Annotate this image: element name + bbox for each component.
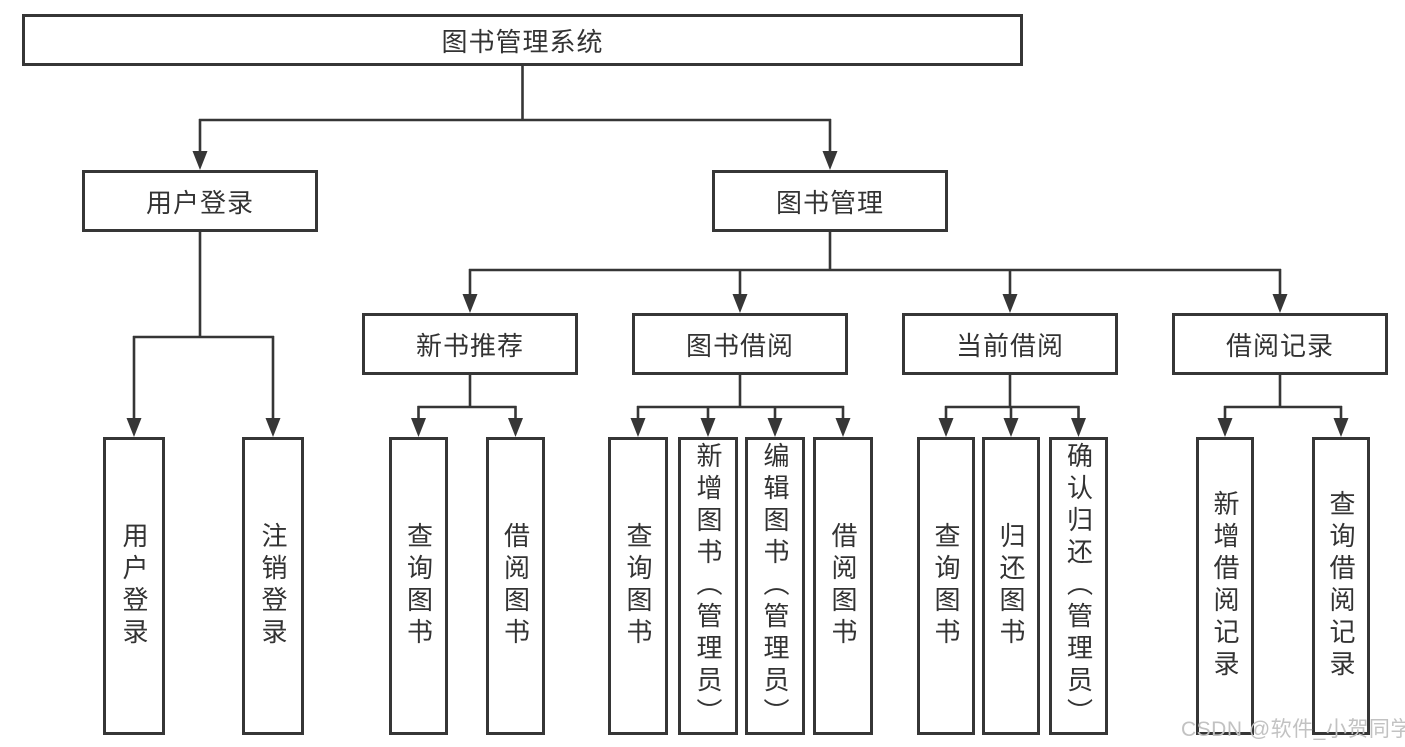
node-book-management: 图书管理 — [712, 170, 948, 232]
leaf-user-login: 用户登录 — [103, 437, 165, 735]
leaf-recommend-query-books: 查询图书 — [389, 437, 448, 735]
node-book-borrow: 图书借阅 — [632, 313, 848, 375]
node-label: 借阅记录 — [1225, 330, 1334, 361]
leaf-records-add-record: 新增借阅记录 — [1196, 437, 1254, 735]
node-label: 图书管理系统 — [441, 26, 604, 57]
leaf-borrow-query-books: 查询图书 — [608, 437, 668, 735]
node-root: 图书管理系统 — [22, 14, 1023, 66]
leaf-borrow-edit-books-admin: 编辑图书（管理员） — [745, 437, 805, 735]
node-label: 注销登录 — [258, 522, 288, 650]
node-label: 查询图书 — [403, 522, 434, 650]
node-new-book-recommend: 新书推荐 — [362, 313, 578, 375]
node-label: 归还图书 — [996, 522, 1026, 650]
node-label: 编辑图书（管理员） — [760, 442, 790, 730]
node-label: 查询图书 — [623, 522, 653, 650]
node-label: 图书管理 — [775, 187, 884, 218]
leaf-logout-login: 注销登录 — [242, 437, 304, 735]
watermark: CSDN @软件_小贺同学 — [1181, 718, 1405, 741]
leaf-current-query-books: 查询图书 — [917, 437, 975, 735]
node-user-login: 用户登录 — [82, 170, 318, 232]
leaf-recommend-borrow-books: 借阅图书 — [486, 437, 545, 735]
leaf-borrow-add-books-admin: 新增图书（管理员） — [678, 437, 738, 735]
leaf-current-return-books: 归还图书 — [982, 437, 1040, 735]
node-label: 借阅图书 — [828, 522, 858, 650]
leaf-borrow-borrow-books: 借阅图书 — [813, 437, 873, 735]
node-label: 查询图书 — [931, 522, 961, 650]
node-label: 新增图书（管理员） — [693, 442, 723, 730]
node-label: 借阅图书 — [500, 522, 531, 650]
leaf-current-confirm-return-admin: 确认归还（管理员） — [1049, 437, 1108, 735]
leaf-records-query-record: 查询借阅记录 — [1312, 437, 1370, 735]
node-label: 当前借阅 — [955, 330, 1064, 361]
node-label: 新书推荐 — [415, 330, 524, 361]
node-label: 用户登录 — [119, 522, 149, 650]
node-label: 确认归还（管理员） — [1063, 442, 1094, 730]
node-label: 新增借阅记录 — [1210, 490, 1240, 682]
node-current-borrow: 当前借阅 — [902, 313, 1118, 375]
node-label: 查询借阅记录 — [1326, 490, 1356, 682]
node-borrow-records: 借阅记录 — [1172, 313, 1388, 375]
node-label: 图书借阅 — [685, 330, 794, 361]
node-label: 用户登录 — [145, 187, 254, 218]
